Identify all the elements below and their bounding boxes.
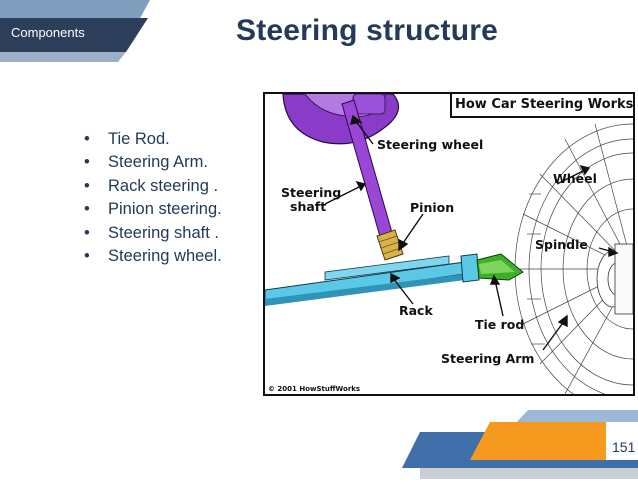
components-list: Tie Rod. Steering Arm. Rack steering . P… [84,128,222,268]
slide-title: Steering structure [236,14,498,47]
steering-illustration [265,94,633,394]
label-steering-shaft-1: Steering [281,185,342,200]
section-tag-shape [0,0,150,62]
pinion-graphic [376,229,404,261]
label-spindle: Spindle [535,237,588,252]
footer-band [0,410,638,479]
list-item: Steering shaft . [84,222,222,245]
rack-graphic [265,253,480,306]
label-rack: Rack [399,303,433,318]
label-steering-arm: Steering Arm [441,351,535,366]
list-item: Steering wheel. [84,245,222,268]
page-number: 151 [612,439,636,455]
footer-shape [402,410,638,479]
label-pinion: Pinion [410,200,455,215]
figure-title-box [450,94,633,118]
list-item: Steering Arm. [84,151,222,174]
tie-rod-graphic [476,253,524,281]
spindle-hub [596,243,633,315]
list-item: Pinion steering. [84,198,222,221]
steering-diagram: How Car Steering Works Steering wheel St… [263,92,635,396]
section-tag-label: Components [11,25,85,40]
label-tie-rod: Tie rod [475,317,525,332]
list-item: Rack steering . [84,175,222,198]
list-item: Tie Rod. [84,128,222,151]
figure-copyright: © 2001 HowStuffWorks [268,385,361,393]
label-steering-wheel: Steering wheel [377,137,484,152]
figure-title: How Car Steering Works [455,97,634,112]
label-wheel: Wheel [553,171,597,186]
label-steering-shaft-2: shaft [290,199,327,214]
label-arrows [324,114,619,351]
section-tag: Components [0,0,152,64]
